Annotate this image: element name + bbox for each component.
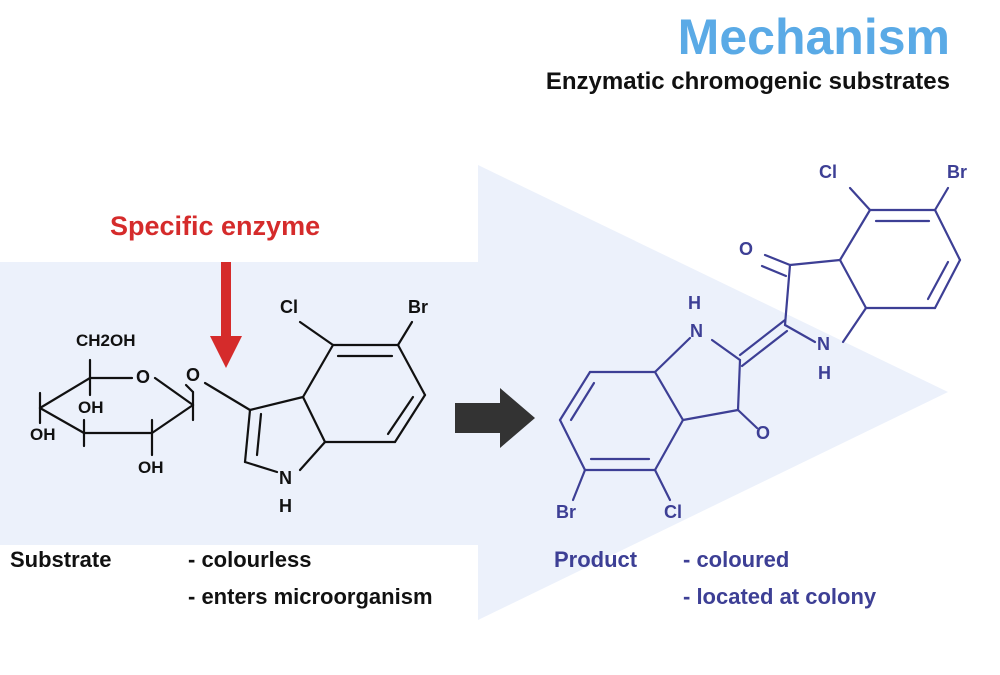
diagram-title: Mechanism	[677, 9, 950, 65]
glycosidic-oxygen-label: O	[186, 365, 201, 385]
substrate-br-label: Br	[408, 297, 429, 317]
sugar-ring	[38, 358, 195, 457]
enzyme-arrow	[210, 262, 242, 368]
product-property-coloured: - coloured	[683, 547, 790, 572]
product-cl-bottom-label: Cl	[664, 502, 682, 522]
substrate-property-colourless: - colourless	[188, 547, 312, 572]
substrate-n-label: N	[279, 468, 292, 488]
product-cl-top-label: Cl	[819, 162, 837, 182]
product-n-right-label: N	[817, 334, 830, 354]
product-br-bottom-label: Br	[556, 502, 577, 522]
substrate-cl-label: Cl	[280, 297, 298, 317]
oh-inner-label: OH	[78, 398, 104, 417]
diagram-subtitle: Enzymatic chromogenic substrates	[545, 68, 950, 95]
substrate-label: Substrate	[10, 547, 112, 572]
product-indigo	[558, 186, 962, 502]
product-br-top-label: Br	[947, 162, 968, 182]
enzyme-label: Specific enzyme	[110, 211, 321, 241]
substrate-property-enters: - enters microorganism	[188, 584, 433, 609]
product-o-top-label: O	[739, 239, 754, 259]
oh-left-label: OH	[30, 425, 56, 444]
product-h-right-label: H	[818, 363, 831, 383]
oh-bottom-label: OH	[138, 458, 164, 477]
product-label: Product	[554, 547, 638, 572]
product-n-left-label: N	[690, 321, 703, 341]
substrate-h-label: H	[279, 496, 292, 516]
product-property-located: - located at colony	[683, 584, 877, 609]
reaction-arrow	[455, 388, 535, 448]
product-o-bottom-label: O	[756, 423, 771, 443]
ring-oxygen-label: O	[136, 367, 151, 387]
product-h-left-label: H	[688, 293, 701, 313]
background-arrow	[0, 165, 948, 620]
substrate-indole	[203, 320, 427, 474]
ch2oh-label: CH2OH	[76, 331, 136, 350]
